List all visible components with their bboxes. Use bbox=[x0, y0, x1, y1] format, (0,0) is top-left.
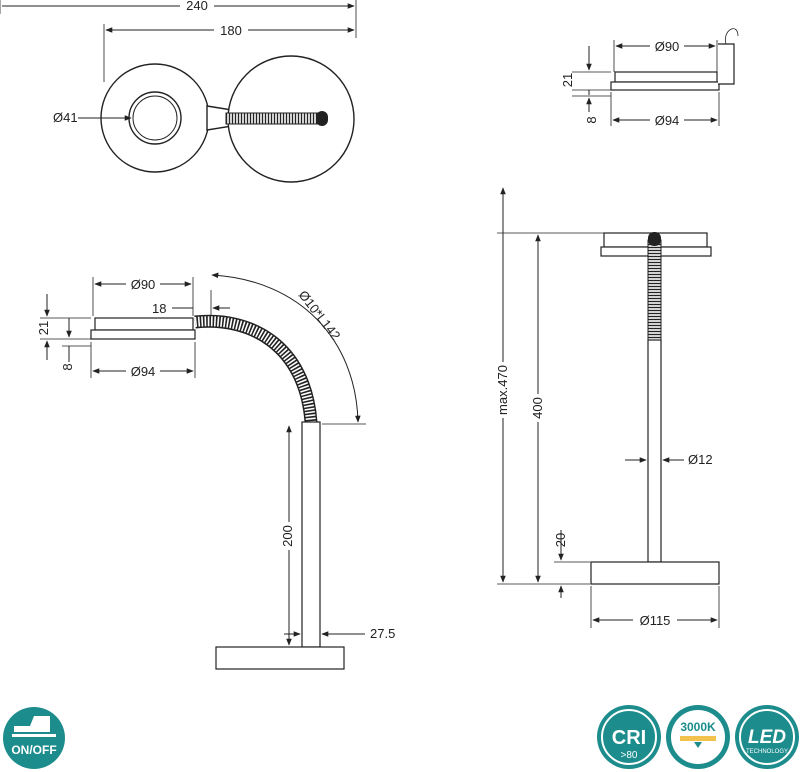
dim-left-hose: Ø10*L142 bbox=[296, 288, 344, 343]
led-badge: LED TECHNOLOGY bbox=[735, 705, 799, 769]
dim-right-400: 400 bbox=[530, 397, 545, 419]
dim-left-18: 18 bbox=[152, 301, 166, 316]
lamp-side-view-left: Ø90 18 21 8 Ø94 Ø10*L142 bbox=[36, 272, 395, 670]
dim-right-d12: Ø12 bbox=[688, 452, 713, 467]
dim-180: 180 bbox=[220, 23, 242, 38]
top-view: 240 180 Ø41 bbox=[0, 0, 357, 183]
cri-badge: CRI >80 bbox=[597, 705, 661, 769]
switch-icon bbox=[14, 716, 50, 732]
dim-head-d90: Ø90 bbox=[655, 39, 680, 54]
dim-left-8: 8 bbox=[60, 363, 75, 370]
color-temp-bar bbox=[680, 736, 716, 741]
dim-head-21: 21 bbox=[560, 73, 575, 87]
led-label: LED bbox=[748, 727, 786, 748]
head-side-view: Ø90 21 8 Ø94 bbox=[560, 28, 739, 128]
dim-left-d94: Ø94 bbox=[131, 364, 156, 379]
onoff-badge: ON/OFF bbox=[3, 707, 65, 769]
dim-left-27-5: 27.5 bbox=[370, 626, 395, 641]
dim-head-8: 8 bbox=[584, 116, 599, 123]
dim-240: 240 bbox=[186, 0, 208, 13]
dim-left-200: 200 bbox=[280, 525, 295, 547]
kelvin-badge: 3000K bbox=[666, 705, 730, 769]
temp-pointer-icon bbox=[694, 742, 702, 748]
onoff-label: ON/OFF bbox=[11, 743, 56, 757]
dim-left-d90: Ø90 bbox=[131, 277, 156, 292]
lamp-front-view-right: max.470 400 Ø12 20 Ø115 bbox=[493, 187, 720, 628]
dim-right-20: 20 bbox=[553, 533, 568, 547]
dim-right-max470: max.470 bbox=[495, 365, 510, 415]
dim-right-d115: Ø115 bbox=[640, 613, 671, 628]
dim-left-21: 21 bbox=[36, 321, 51, 335]
dim-head-d94: Ø94 bbox=[655, 113, 680, 128]
dim-d41: Ø41 bbox=[53, 110, 78, 125]
cri-label: CRI bbox=[612, 727, 646, 749]
led-sub-label: TECHNOLOGY bbox=[746, 749, 788, 755]
cri-sub-label: >80 bbox=[621, 750, 638, 761]
kelvin-label: 3000K bbox=[680, 720, 716, 734]
